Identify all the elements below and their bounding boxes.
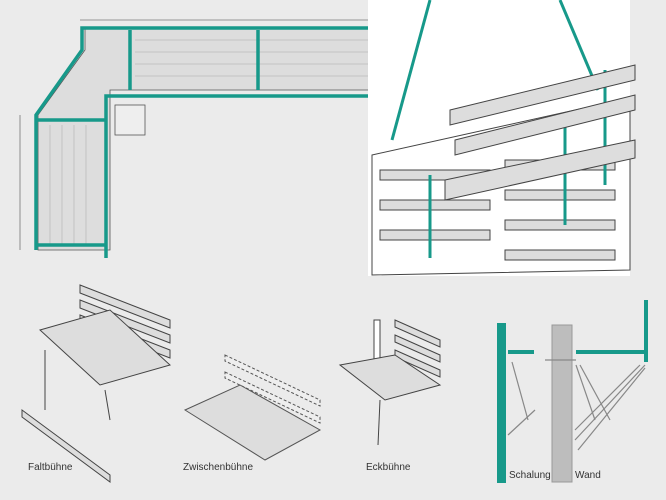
crane-lift-illustration: [368, 0, 636, 276]
label-wand: Wand: [575, 470, 601, 481]
eckbuehne-illustration: [338, 319, 442, 446]
label-faltbuehne: Faltbühne: [28, 462, 73, 473]
faltbuehne-illustration: [21, 284, 171, 483]
label-schalung: Schalung: [509, 470, 551, 481]
plan-view-corner-platform: [19, 19, 381, 258]
label-zwischenbuehne: Zwischenbühne: [183, 462, 254, 473]
zwischenbuehne-illustration: [183, 354, 322, 461]
label-eckbuehne: Eckbühne: [366, 462, 411, 473]
section-view: [497, 300, 648, 483]
